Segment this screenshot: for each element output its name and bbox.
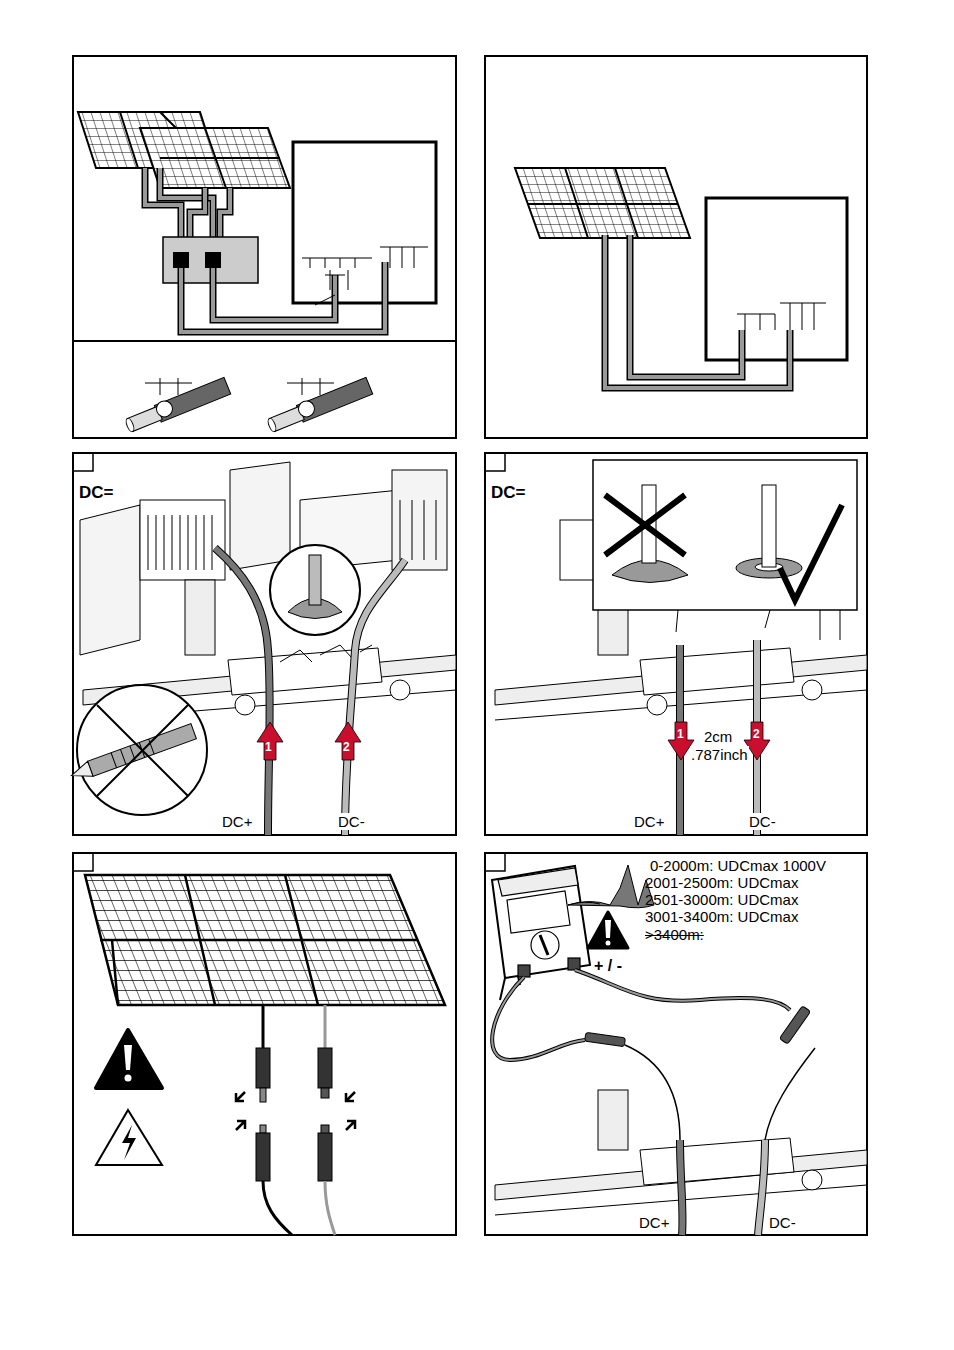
altitude-row: 2501-3000m: UDCmax <box>645 891 798 908</box>
altitude-row: 2001-2500m: UDCmax <box>645 874 798 891</box>
polarity-label: DC- <box>336 813 367 830</box>
panel-heading: DC= <box>491 484 525 501</box>
polarity-label: DC- <box>767 1214 798 1231</box>
callout-number: 2 <box>343 739 350 756</box>
polarity-label: DC+ <box>632 813 666 830</box>
polarity-label: DC+ <box>220 813 254 830</box>
altitude-row: 3001-3400m: UDCmax <box>645 908 798 925</box>
polarity-label: DC- <box>747 813 778 830</box>
altitude-row: 0-2000m: UDCmax 1000V <box>650 857 826 874</box>
altitude-row: >3400m: <box>645 926 704 943</box>
polarity-label: DC+ <box>637 1214 671 1231</box>
dimension-label: .787inch <box>690 746 749 763</box>
callout-number: 1 <box>677 726 684 743</box>
polarity-label: + / - <box>594 957 622 974</box>
panel-heading: DC= <box>79 484 113 501</box>
callout-number: 1 <box>265 739 272 756</box>
dimension-label: 2cm <box>703 728 733 745</box>
callout-number: 2 <box>753 726 760 743</box>
